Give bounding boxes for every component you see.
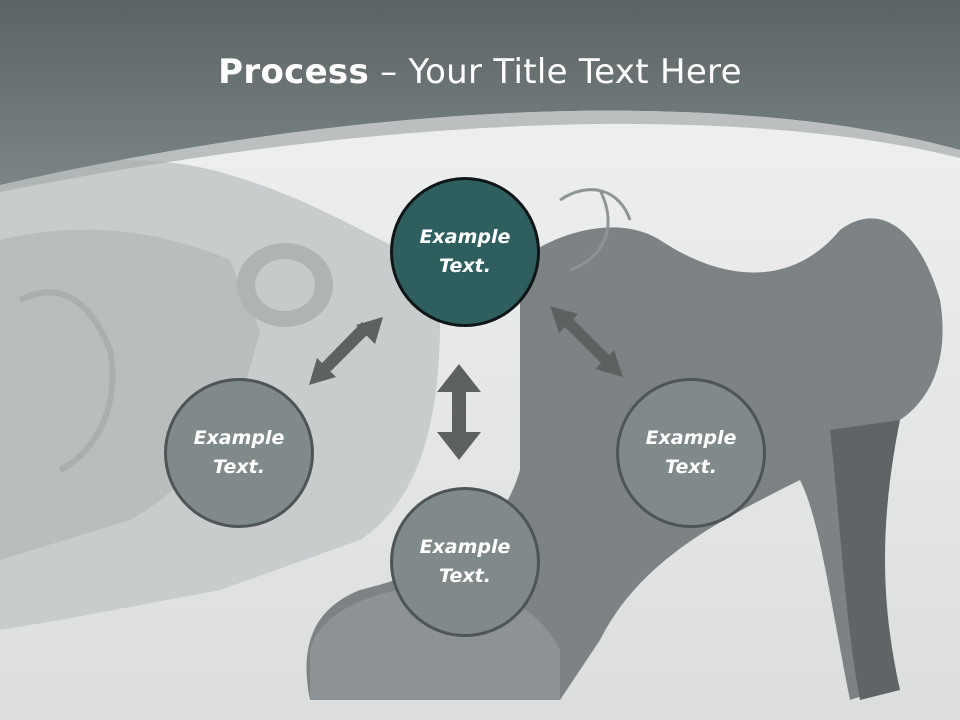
process-node-bottom[interactable]: Example Text. [390, 487, 540, 637]
double-arrow-vertical [437, 364, 481, 460]
slide-title: Process – Your Title Text Here [0, 52, 960, 92]
title-rest: – Your Title Text Here [369, 52, 742, 92]
process-node-top[interactable]: Example Text. [390, 177, 540, 327]
double-arrow-top-right [550, 306, 623, 377]
double-arrow-top-left [309, 317, 383, 385]
header-band [0, 0, 960, 192]
process-node-right[interactable]: Example Text. [616, 378, 766, 528]
process-node-label: Example Text. [193, 427, 285, 478]
process-node-left[interactable]: Example Text. [164, 378, 314, 528]
process-node-label: Example Text. [645, 427, 737, 478]
process-node-label: Example Text. [419, 536, 511, 587]
title-bold: Process [218, 52, 370, 92]
process-arrows [309, 306, 623, 460]
process-node-label: Example Text. [419, 226, 511, 277]
